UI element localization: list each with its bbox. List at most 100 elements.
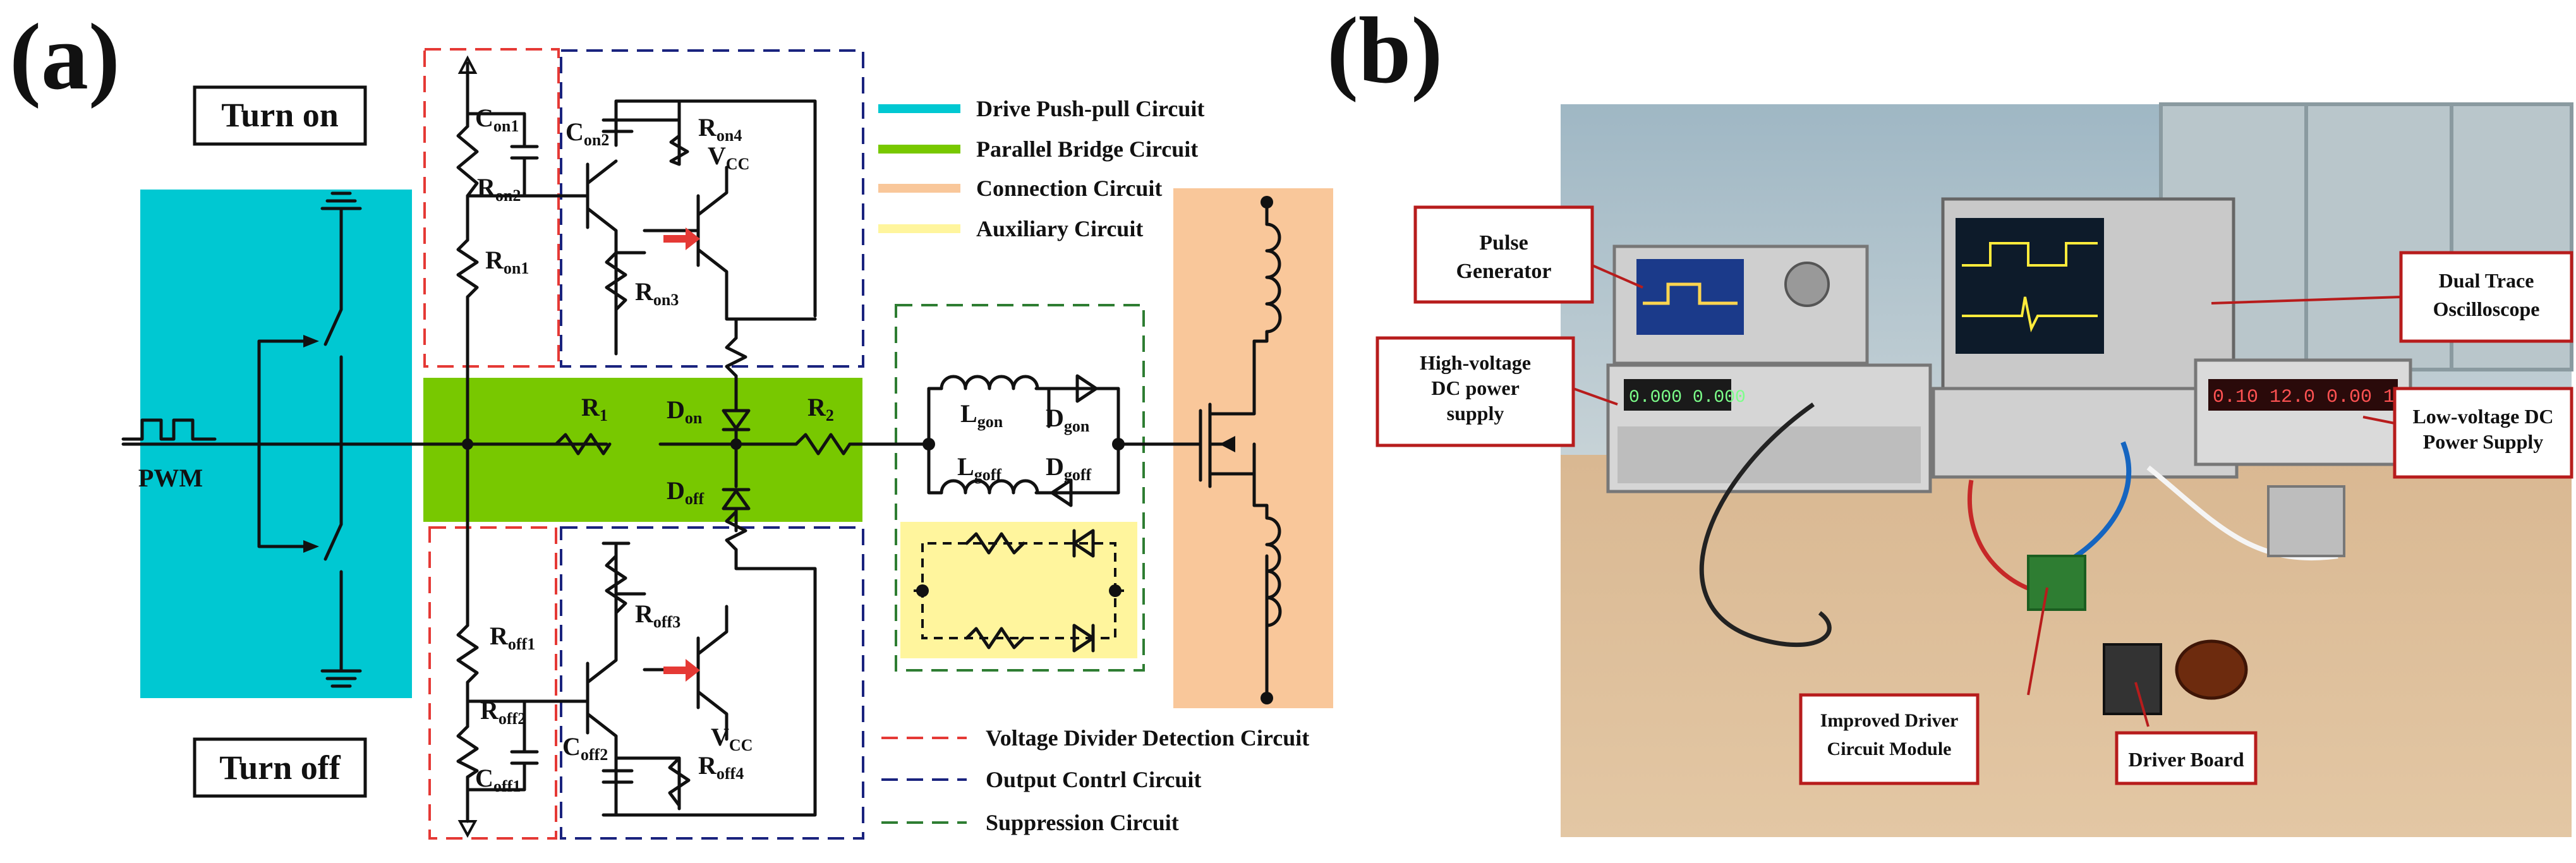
leader-dual: [2211, 296, 2402, 305]
pulse-generator-screen: [1636, 259, 1744, 335]
divider-box-top: [423, 48, 560, 368]
inductor-lgon: [940, 375, 1039, 390]
panel-b-letter: (b): [1327, 0, 1442, 103]
oscilloscope-trace: [1962, 242, 2098, 333]
label-r2: R2: [807, 393, 834, 425]
ground-bottom: [320, 661, 362, 688]
callout-dual-l2: Oscilloscope: [2433, 298, 2540, 320]
label-don: Don: [667, 395, 703, 427]
aux-resistor-bottom: [965, 627, 1025, 649]
pulse-generator-wave: [1643, 282, 1738, 305]
label-lgoff: Lgoff: [957, 452, 1001, 484]
diode-don: [722, 396, 751, 469]
turn-off-box: [193, 737, 367, 798]
resistor-roff4: [668, 756, 691, 807]
label-roff2: Roff2: [480, 696, 526, 728]
callout-improved-l2: Circuit Module: [1827, 739, 1952, 759]
aux-junction-left: [916, 584, 929, 597]
connection-top-terminal: [1261, 196, 1273, 208]
callout-lv-l2: Power Supply: [2423, 430, 2544, 453]
transistor-bottom-right: [643, 605, 729, 741]
legend-bottom: Voltage Divider Detection Circuit Output…: [881, 725, 1309, 835]
junction-supp-right: [1112, 438, 1125, 450]
callout-improved-l1: Improved Driver: [1820, 710, 1959, 731]
callouts: Pulse Generator High-voltage DC power su…: [1376, 205, 2573, 785]
junction-supp-left: [922, 438, 935, 450]
parallel-bridge-region: [423, 378, 862, 522]
resistor-ron3: [605, 251, 627, 349]
leader-board: [2134, 682, 2150, 727]
push-pull-wiring: [213, 339, 343, 548]
leader-hv: [1573, 387, 1618, 406]
switch-arrow-bottom: [303, 540, 319, 553]
output-box-bottom: [560, 526, 864, 840]
mosfet-arrow: [1219, 436, 1235, 452]
inductor-bottom: [1252, 504, 1282, 627]
lv-supply-display: [2208, 379, 2398, 411]
resistor-top-series: [725, 336, 747, 400]
aux-junction-right: [1109, 584, 1122, 597]
resistor-roff2: [456, 725, 479, 779]
legend-bridge: Parallel Bridge Circuit: [976, 136, 1198, 162]
label-con2: Con2: [565, 118, 609, 149]
label-roff1: Roff1: [490, 622, 535, 653]
label-dgon: Dgon: [1046, 404, 1090, 435]
diode-doff: [722, 466, 751, 533]
callout-board-box: [2115, 731, 2258, 785]
callout-pulse-l1: Pulse: [1479, 231, 1528, 255]
pulse-generator-knob: [1784, 262, 1830, 307]
callout-improved-box: [1799, 693, 1980, 785]
component-labels: Con1 Ron2 Ron1 Con2 Ron4 VCC Ron3 R1 Don…: [475, 104, 1092, 795]
connection-bottom-terminal: [1261, 692, 1273, 704]
callout-pulse-l2: Generator: [1456, 260, 1551, 283]
resistor-roff1: [456, 624, 479, 684]
callout-dual-box: [2399, 251, 2573, 343]
diode-dgoff: [1047, 478, 1076, 507]
red-arrow-top: [663, 227, 700, 250]
switch-bottom: [324, 442, 343, 665]
resistor-r1: [554, 433, 612, 456]
oscilloscope-base: [1932, 387, 2239, 479]
transistor-top-right: [643, 166, 729, 302]
divider-box-bottom: [428, 526, 557, 840]
callout-board-label: Driver Board: [2128, 748, 2244, 771]
inductor-lgoff: [940, 479, 1039, 495]
hv-readout: 0.000 0.000: [1629, 388, 1746, 407]
switch-arrow-top: [303, 335, 319, 347]
ground-top: [320, 191, 362, 217]
callout-lv-box: [2393, 387, 2573, 479]
label-r1: R1: [581, 393, 608, 425]
capacitor-con2: [602, 118, 634, 133]
ground-bottom-stage: [602, 541, 631, 817]
bottom-stage-wiring: [523, 541, 817, 817]
label-coff1: Coff1: [475, 764, 521, 795]
label-roff4: Roff4: [698, 751, 744, 783]
hv-supply-display: [1624, 379, 1731, 411]
driver-module-pcb: [2027, 555, 2086, 611]
callout-hv-box: [1376, 336, 1575, 447]
aux-resistor-top: [965, 532, 1025, 555]
callout-pulse-box: [1413, 205, 1594, 304]
label-con1: Con1: [475, 104, 519, 135]
resistor-ron1: [456, 238, 479, 299]
callout-lv-l1: Low-voltage DC: [2412, 405, 2553, 428]
label-coff2: Coff2: [562, 732, 608, 764]
output-box-top: [560, 49, 864, 368]
lv-supply: [2194, 358, 2412, 466]
suppression-box: [895, 304, 1145, 672]
callout-dual-l1: Dual Trace: [2439, 269, 2534, 292]
callout-hv-l2: DC power: [1431, 377, 1520, 399]
legend-auxiliary: Auxiliary Circuit: [976, 216, 1143, 241]
capacitor-coff2: [602, 769, 634, 784]
cable-black: [1700, 402, 1832, 648]
panel-b: (b) 0.000 0.000 0.1: [1327, 0, 2573, 837]
turn-on-label: Turn on: [221, 96, 339, 134]
label-roff3: Roff3: [635, 600, 680, 631]
supply-arrow-bottom: [457, 820, 478, 838]
resistor-ron4: [669, 134, 689, 166]
resistor-r2: [794, 433, 852, 456]
turn-off-label: Turn off: [219, 749, 341, 787]
oscilloscope-screen: [1956, 218, 2104, 354]
label-ron4: Ron4: [698, 113, 742, 145]
